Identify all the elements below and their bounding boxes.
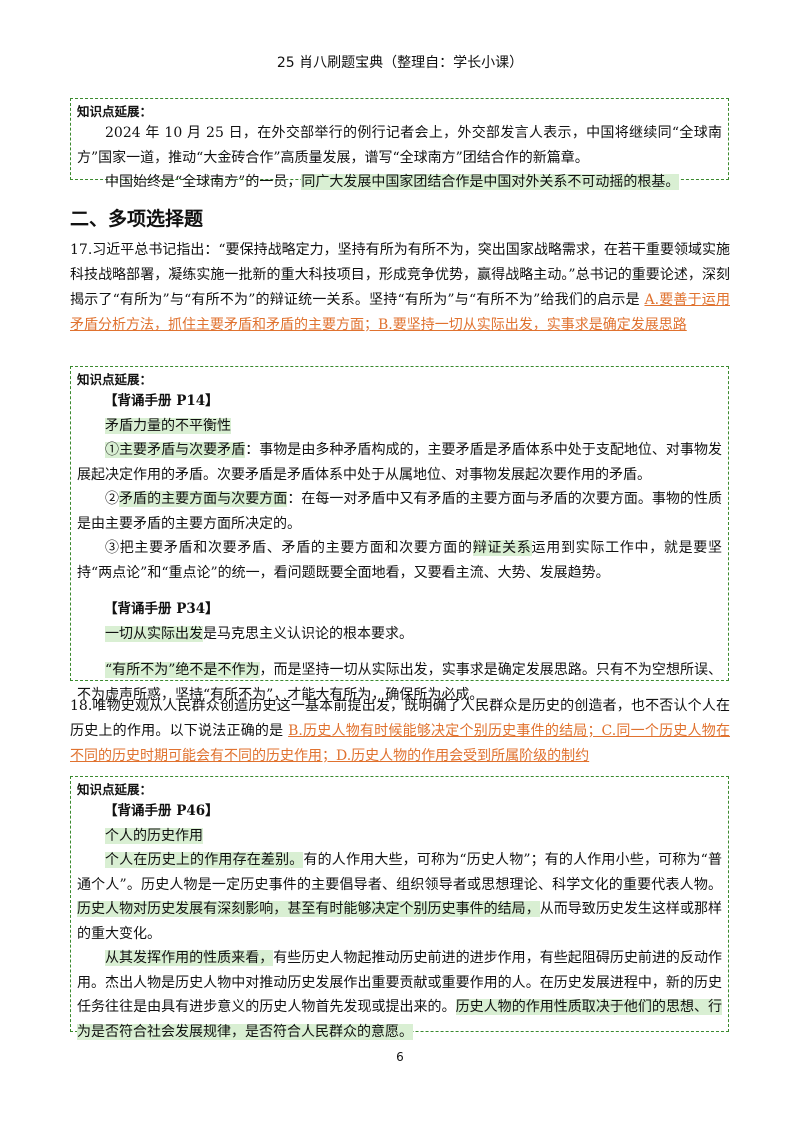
handbook-reference: 【背诵手册 P34】 — [104, 601, 219, 617]
text: 从而导致历史发生这样或那样的重大变化。 — [77, 901, 723, 942]
page-header: 25 肖八刷题宝典（整理自：学长小课） — [276, 55, 524, 71]
knowledge-box-2: 知识点延展： 【背诵手册 P14】 矛盾力量的不平衡性 ①主要矛盾与次要矛盾：事… — [70, 366, 729, 703]
handbook-reference: 【背诵手册 P46】 — [104, 803, 219, 819]
text: 中国始终是“全球南方”的一员， — [105, 174, 302, 190]
page-number: 6 — [396, 1050, 404, 1064]
knowledge-box-title: 知识点延展： — [77, 104, 153, 119]
highlighted-text: 个人在历史上的作用存在差别。 — [105, 852, 304, 868]
paragraph: 个人在历史上的作用存在差别。有的人作用大些，可称为“历史人物”；有的人作用小些，… — [77, 848, 722, 946]
question-text: 17.习近平总书记指出：“要保持战略定力，坚持有所为有所不为，突出国家战略需求，… — [70, 242, 730, 308]
question-17: 17.习近平总书记指出：“要保持战略定力，坚持有所为有所不为，突出国家战略需求，… — [70, 238, 730, 338]
knowledge-box-1: 知识点延展： 2024 年 10 月 25 日，在外交部举行的例行记者会上，外交… — [70, 98, 729, 190]
highlighted-text: 辩证关系 — [472, 540, 532, 556]
text: ，而是坚持一切从实际出发，实事求是确定发展思路。只有不为空想所误、不为虚声所惑，… — [77, 662, 722, 703]
text: 是马克思主义认识论的根本要求。 — [203, 625, 413, 642]
text: ：事物是由多种矛盾构成的，主要矛盾是矛盾体系中处于支配地位、对事物发展起决定作用… — [77, 442, 722, 483]
text: ② — [105, 491, 120, 507]
highlighted-text: 矛盾的主要方面与次要方面 — [119, 491, 288, 507]
knowledge-box-3: 知识点延展： 【背诵手册 P46】 个人的历史作用 个人在历史上的作用存在差别。… — [70, 776, 729, 1040]
text: 有些历史人物起推动历史前进的进步作用，有些起阻碍历史前进的反动作用。杰出人物是历… — [77, 950, 723, 1015]
highlighted-text: 历史人物对历史发展有深刻影响，甚至有时能够决定个别历史事件的结局， — [77, 901, 540, 917]
highlighted-text: 个人的历史作用 — [105, 827, 203, 844]
answer-text: B.历史人物有时候能够决定个别历史事件的结局；C.同一个历史人物在不同的历史时期… — [70, 723, 730, 764]
highlighted-text: “有所不为”绝不是不作为 — [105, 662, 260, 678]
question-18: 18.唯物史观从人民群众创造历史这一基本前提出发，既明确了人民群众是历史的创造者… — [70, 694, 730, 769]
knowledge-box-title: 知识点延展： — [77, 372, 153, 387]
highlighted-text: ①主要矛盾与次要矛盾 — [105, 442, 246, 458]
highlighted-text: 矛盾力量的不平衡性 — [105, 417, 231, 434]
paragraph: 中国始终是“全球南方”的一员，同广大发展中国家团结合作是中国对外关系不可动摇的根… — [77, 170, 722, 195]
topic-line: 矛盾力量的不平衡性 — [77, 414, 722, 439]
paragraph: 2024 年 10 月 25 日，在外交部举行的例行记者会上，外交部发言人表示，… — [77, 125, 722, 166]
answer-text: A.要善于运用矛盾分析方法，抓住主要矛盾和矛盾的主要方面；B.要坚持一切从实际出… — [70, 292, 730, 333]
paragraph: ②矛盾的主要方面与次要方面：在每一对矛盾中又有矛盾的主要方面与矛盾的次要方面。事… — [77, 487, 722, 536]
paragraph: “有所不为”绝不是不作为，而是坚持一切从实际出发，实事求是确定发展思路。只有不为… — [77, 658, 722, 707]
handbook-reference: 【背诵手册 P14】 — [104, 393, 219, 409]
highlighted-text: 一切从实际出发 — [105, 625, 203, 642]
text: ③把主要矛盾和次要矛盾、矛盾的主要方面和次要方面的 — [105, 540, 473, 556]
paragraph: ①主要矛盾与次要矛盾：事物是由多种矛盾构成的，主要矛盾是矛盾体系中处于支配地位、… — [77, 438, 722, 487]
knowledge-box-title: 知识点延展： — [77, 782, 153, 797]
paragraph: ③把主要矛盾和次要矛盾、矛盾的主要方面和次要方面的辩证关系运用到实际工作中，就是… — [77, 536, 722, 585]
section-title: 二、多项选择题 — [70, 208, 204, 230]
text: 有的人作用大些，可称为“历史人物”；有的人作用小些，可称为“普通个人”。历史人物… — [77, 852, 722, 893]
highlighted-text: 同广大发展中国家团结合作是中国对外关系不可动摇的根基。 — [301, 174, 680, 190]
paragraph: 一切从实际出发是马克思主义认识论的根本要求。 — [77, 622, 722, 647]
highlighted-text: 从其发挥作用的性质来看， — [105, 950, 274, 966]
text: 运用到实际工作中，就是要坚持“两点论”和“重点论”的统一，看问题既要全面地看，又… — [77, 540, 723, 581]
paragraph: 从其发挥作用的性质来看，有些历史人物起推动历史前进的进步作用，有些起阻碍历史前进… — [77, 946, 723, 1044]
topic-line: 个人的历史作用 — [77, 824, 722, 849]
text: ：在每一对矛盾中又有矛盾的主要方面与矛盾的次要方面。事物的性质是由主要矛盾的主要… — [77, 491, 723, 532]
question-text: 18.唯物史观从人民群众创造历史这一基本前提出发，既明确了人民群众是历史的创造者… — [70, 698, 730, 739]
